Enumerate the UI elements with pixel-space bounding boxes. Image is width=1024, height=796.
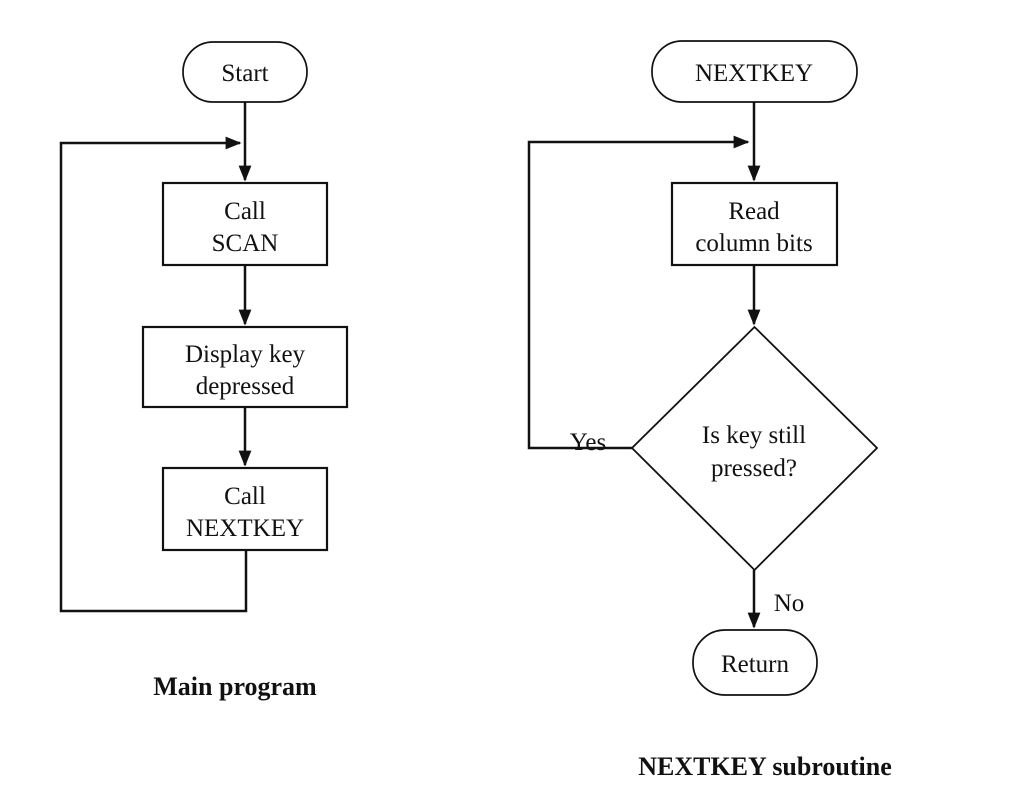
call-nextkey-line2: NEXTKEY [186, 515, 304, 542]
call-nextkey-process [161, 466, 329, 552]
display-key-line1: Display key [185, 341, 306, 368]
call-scan-line1: Call [224, 198, 266, 225]
nextkey-subroutine-flowchart: NEXTKEY Read column bits Is key still pr… [527, 40, 892, 781]
main-program-title: Main program [153, 672, 317, 701]
start-label: Start [221, 60, 268, 87]
connector-loop-back-yes [527, 135, 750, 450]
nextkey-label: NEXTKEY [695, 60, 813, 87]
nextkey-terminator [651, 40, 858, 103]
read-column-line2: column bits [695, 230, 812, 257]
decision-line2: pressed? [711, 455, 797, 482]
call-nextkey-line1: Call [224, 483, 266, 510]
decision-line1: Is key still [702, 422, 806, 449]
main-program-flowchart: Start Call SCAN Display key depressed Ca… [59, 41, 349, 701]
read-column-process [670, 181, 839, 267]
call-scan-process [161, 181, 329, 267]
yes-branch-label: Yes [570, 429, 606, 456]
call-scan-line2: SCAN [212, 230, 279, 257]
nextkey-subroutine-title: NEXTKEY subroutine [638, 752, 892, 781]
no-branch-label: No [774, 590, 805, 617]
is-key-pressed-decision [630, 325, 879, 572]
display-key-line2: depressed [196, 373, 295, 400]
read-column-line1: Read [728, 198, 780, 225]
display-key-process [141, 325, 349, 409]
return-terminator [692, 629, 818, 696]
connector-loop-back-main [59, 136, 248, 613]
start-terminator [182, 41, 308, 103]
return-label: Return [721, 651, 790, 678]
